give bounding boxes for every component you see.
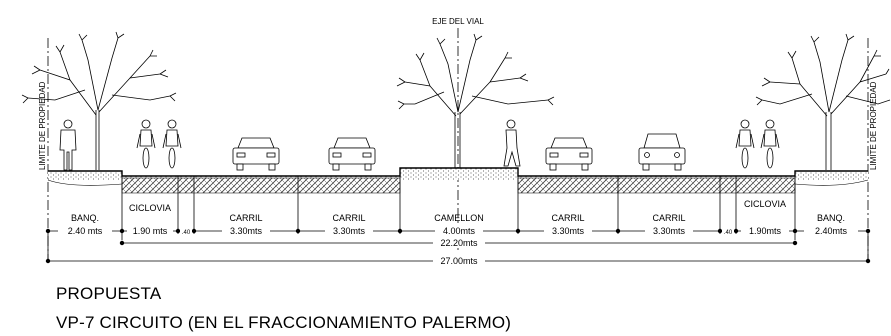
pedestrian-left [59, 119, 77, 171]
dimension-line-roadway: 22.20mts [119, 237, 798, 248]
section-name: CAMELLON [434, 213, 484, 223]
property-limit-label-left: LIMITE DE PROPIEDAD [38, 81, 47, 170]
section-width: 3.30mts [333, 226, 366, 236]
section-name: BANQ. [817, 213, 845, 223]
drawing-subtitle: VP-7 CIRCUITO (EN EL FRACCIONAMIENTO PAL… [56, 313, 512, 332]
cyclist-4 [760, 119, 780, 169]
tree-left [21, 31, 177, 170]
section-width: 2.40mts [815, 226, 848, 236]
section-name: CICLOVIA [129, 203, 171, 213]
car-1 [232, 137, 280, 171]
section-width: 4.00mts [443, 226, 476, 236]
section-name: CARRIL [551, 213, 584, 223]
cyclist-3 [735, 119, 755, 169]
property-limit-label-right: LIMITE DE PROPIEDAD [869, 81, 878, 170]
section-name: BANQ. [71, 213, 99, 223]
car-3 [545, 137, 593, 171]
ground-profile [47, 167, 869, 194]
cyclist-1 [136, 119, 156, 169]
drawing-title: PROPUESTA [56, 284, 162, 303]
car-4 [638, 133, 686, 171]
section-name: CARRIL [652, 213, 685, 223]
section-width: .40 [182, 230, 191, 236]
section-name: CARRIL [229, 213, 262, 223]
section-name: CARRIL [332, 213, 365, 223]
section-width: 2.40 mts [68, 226, 103, 236]
roadway-total-width: 22.20mts [440, 238, 478, 248]
section-width: 1.90mts [749, 226, 782, 236]
car-2 [328, 137, 376, 171]
tree-center [396, 33, 555, 168]
dimension-line-total: 27.00mts [45, 231, 871, 266]
section-names: BANQ. CICLOVIA CARRIL CARRIL CAMELLON CA… [71, 199, 845, 223]
section-width: 3.30mts [230, 226, 263, 236]
tree-right [755, 33, 891, 170]
pedestrian-center [503, 119, 521, 167]
section-width: 1.90 mts [133, 226, 168, 236]
dimension-ticks [45, 228, 871, 234]
dimension-values: 2.40 mts 1.90 mts .40 3.30mts 3.30mts 4.… [58, 225, 858, 236]
section-width: 3.30mts [552, 226, 585, 236]
section-width: 3.30mts [653, 226, 686, 236]
cyclist-2 [162, 119, 182, 169]
total-width: 27.00mts [440, 256, 478, 266]
road-axis-label: EJE DEL VIAL [432, 17, 484, 26]
section-name: CICLOVIA [744, 199, 786, 209]
section-width: .40 [724, 230, 733, 236]
